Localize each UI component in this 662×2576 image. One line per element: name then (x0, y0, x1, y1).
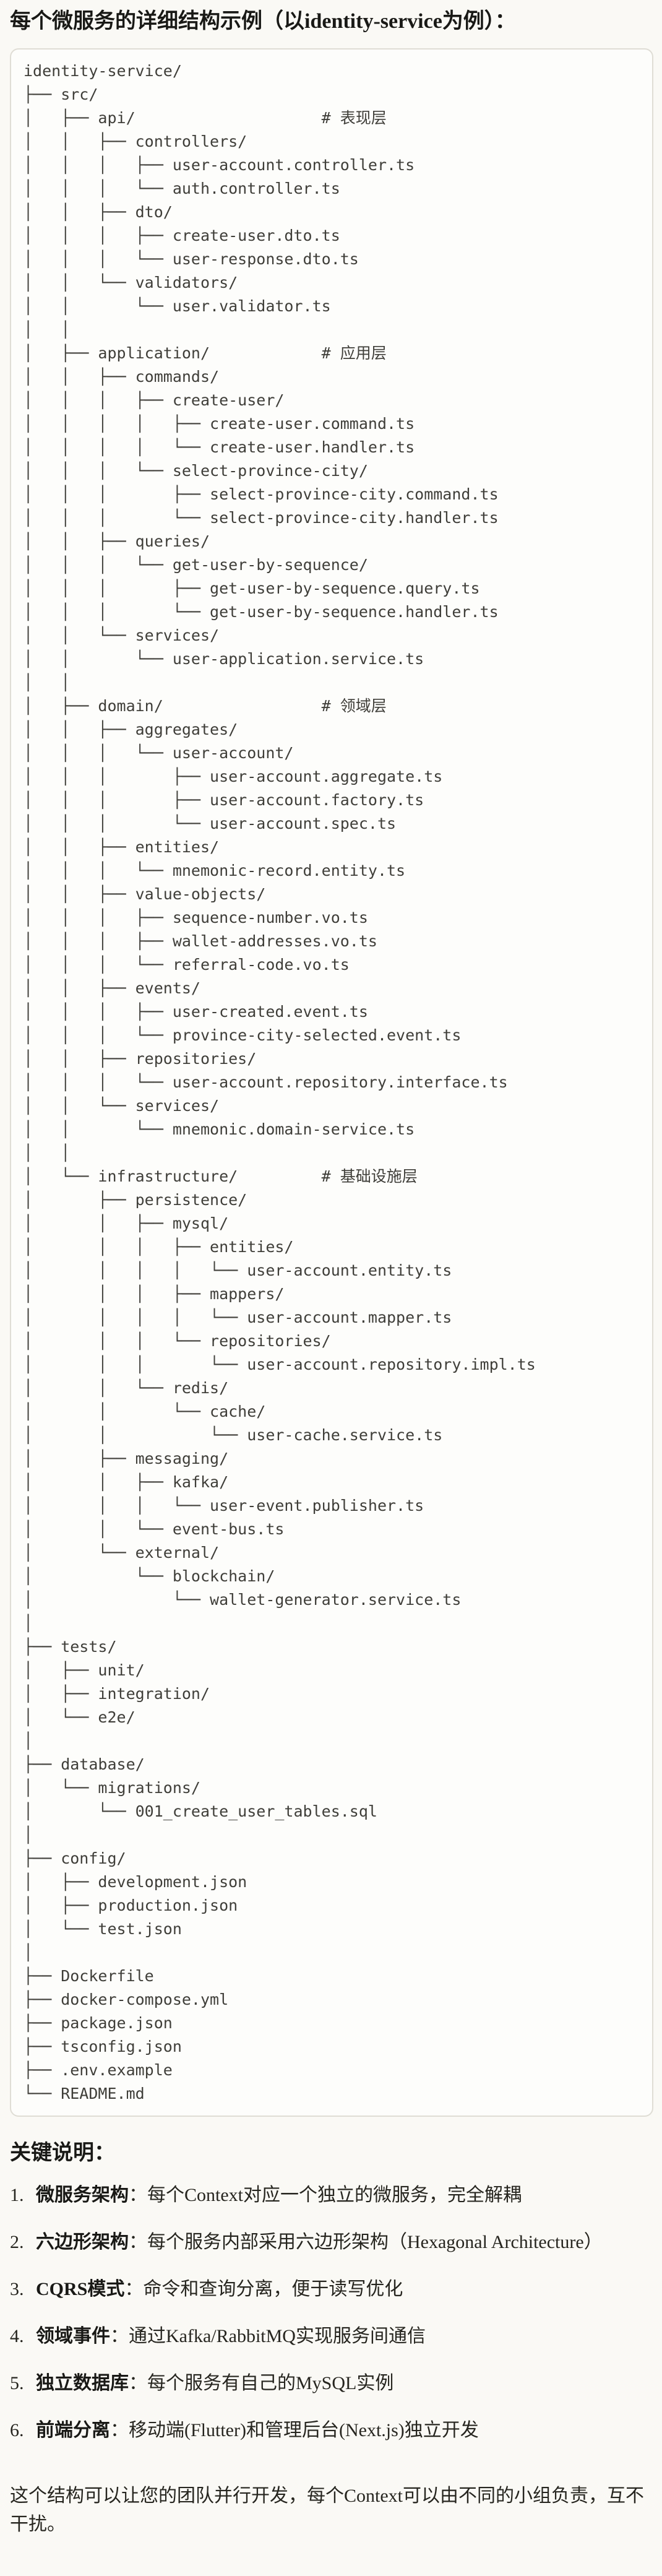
note-term: 六边形架构 (36, 2232, 129, 2252)
code-block: identity-service/ ├── src/ │ ├── api/ # … (10, 48, 653, 2117)
note-separator: ： (129, 2373, 147, 2393)
note-description: 移动端(Flutter)和管理后台(Next.js)独立开发 (129, 2420, 479, 2440)
file-tree: identity-service/ ├── src/ │ ├── api/ # … (24, 62, 536, 2103)
note-description: 命令和查询分离，便于读写优化 (143, 2279, 403, 2299)
note-item: 5. 独立数据库：每个服务有自己的MySQL实例 (10, 2369, 653, 2398)
note-description: 每个服务内部采用六边形架构（Hexagonal Architecture） (147, 2232, 603, 2252)
note-description: 每个Context对应一个独立的微服务，完全解耦 (147, 2185, 522, 2205)
page-title: 每个微服务的详细结构示例（以identity-service为例）： (10, 10, 516, 33)
note-description: 通过Kafka/RabbitMQ实现服务间通信 (129, 2326, 426, 2346)
note-number: 2. (10, 2232, 28, 2252)
note-item: 1. 微服务架构：每个Context对应一个独立的微服务，完全解耦 (10, 2181, 653, 2210)
document-body: 每个微服务的详细结构示例（以identity-service为例）： ident… (10, 7, 653, 2539)
conclusion-text: 这个结构可以让您的团队并行开发，每个Context可以由不同的小组负责，互不干扰… (10, 2486, 644, 2535)
note-separator: ： (129, 2185, 147, 2205)
note-separator: ： (110, 2326, 129, 2346)
note-separator: ： (129, 2232, 147, 2252)
note-item: 4. 领域事件：通过Kafka/RabbitMQ实现服务间通信 (10, 2322, 653, 2351)
note-term: 领域事件 (36, 2326, 110, 2346)
note-term: CQRS模式 (36, 2279, 125, 2299)
note-number: 5. (10, 2373, 28, 2393)
note-item: 6. 前端分离：移动端(Flutter)和管理后台(Next.js)独立开发 (10, 2416, 653, 2445)
note-separator: ： (124, 2279, 144, 2299)
note-item: 3. CQRS模式：命令和查询分离，便于读写优化 (10, 2275, 653, 2304)
note-description: 每个服务有自己的MySQL实例 (147, 2373, 394, 2393)
note-number: 3. (10, 2279, 28, 2299)
note-number: 6. (10, 2420, 28, 2440)
note-separator: ： (110, 2420, 129, 2440)
note-term: 微服务架构 (36, 2185, 129, 2205)
notes-heading: 关键说明： (10, 2142, 115, 2164)
note-term: 独立数据库 (36, 2373, 129, 2393)
notes-list: 1. 微服务架构：每个Context对应一个独立的微服务，完全解耦 2. 六边形… (10, 2181, 653, 2445)
note-number: 1. (10, 2185, 28, 2205)
note-item: 2. 六边形架构：每个服务内部采用六边形架构（Hexagonal Archite… (10, 2228, 653, 2257)
note-term: 前端分离 (36, 2420, 110, 2440)
note-number: 4. (10, 2326, 28, 2346)
